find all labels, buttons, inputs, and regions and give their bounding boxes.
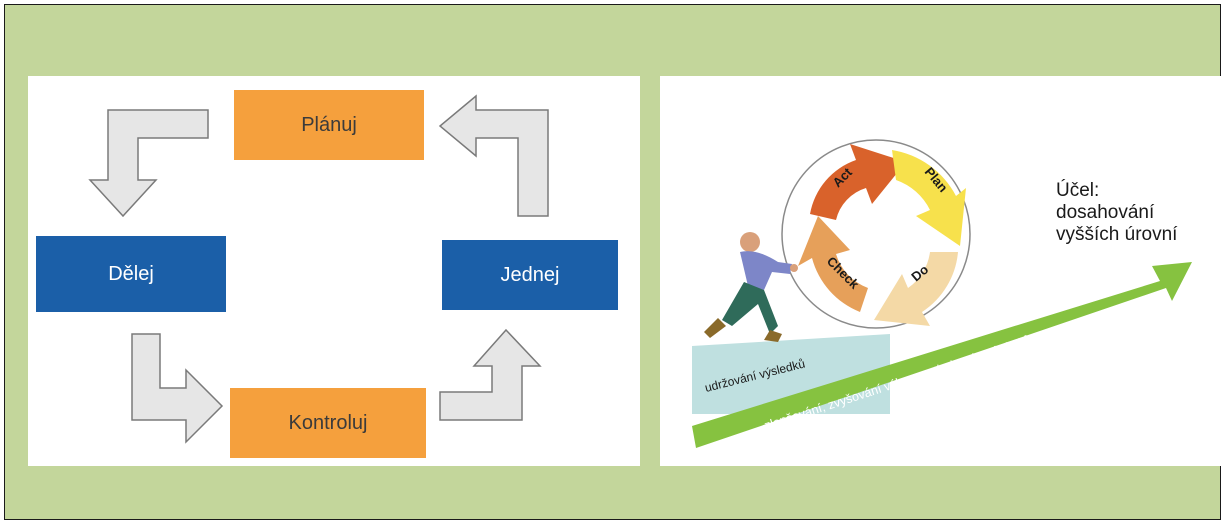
step-do: Dělej	[36, 236, 226, 312]
wheel-segment-check	[798, 216, 868, 312]
step-act: Jednej	[442, 240, 618, 310]
wheel-segment-act	[810, 144, 906, 220]
arrow-check-to-act	[439, 328, 542, 421]
cycle-arrows	[88, 94, 549, 444]
goal-line-1: Účel:	[1056, 180, 1100, 201]
wheel-illustration: Act Plan Do Check udržování výsledků zle…	[692, 139, 1192, 448]
pdca-cycle-panel: Plánuj Dělej Jednej Kontroluj	[28, 76, 640, 466]
goal-line-2: dosahování	[1056, 202, 1155, 223]
pushing-person-figure	[704, 232, 798, 342]
wheel-segment-plan	[892, 150, 966, 246]
step-check: Kontroluj	[230, 388, 426, 458]
pdca-wheel-panel: Act Plan Do Check udržování výsledků zle…	[660, 76, 1222, 466]
improvement-slope-arrow	[692, 262, 1192, 448]
wheel-segment-do	[874, 252, 958, 326]
arrow-act-to-plan	[438, 94, 549, 217]
step-plan: Plánuj	[234, 90, 424, 160]
arrow-do-to-check	[131, 333, 224, 444]
goal-line-3: vyšších úrovní	[1056, 224, 1178, 245]
goal-text: Účel: dosahování vyšších úrovní	[1056, 180, 1227, 246]
arrow-plan-to-do	[88, 109, 209, 218]
